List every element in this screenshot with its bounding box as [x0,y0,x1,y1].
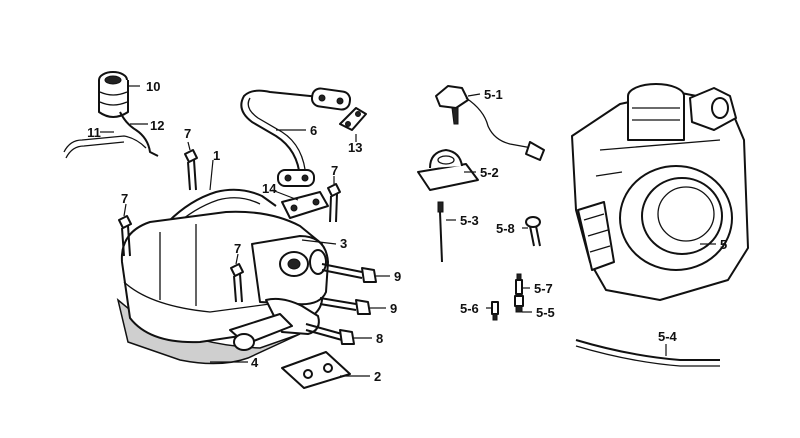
tube-5-4 [575,339,720,367]
bolt-7c [230,263,244,303]
gasket-13 [339,107,367,131]
sensor-5-1 [435,85,545,161]
gasket-14 [281,191,329,219]
label-7b: 7 [121,191,128,206]
bolt-9b [319,297,371,315]
bolt-9a [321,263,377,283]
label-9b: 9 [390,301,397,316]
label-5-1: 5-1 [484,87,503,102]
label-12: 12 [150,118,164,133]
label-5-4: 5-4 [658,329,678,344]
label-5-2: 5-2 [480,165,499,180]
label-8: 8 [376,331,383,346]
jet-5-7 [515,273,523,295]
label-14: 14 [262,181,277,196]
label-2: 2 [374,369,381,384]
label-5-3: 5-3 [460,213,479,228]
label-7c: 7 [234,241,241,256]
label-3: 3 [340,236,347,251]
pipe-6 [240,87,352,187]
bolt-7a [184,149,198,191]
cylinder-head-cover-4 [116,210,329,365]
label-7d: 7 [331,163,338,178]
label-4: 4 [251,355,259,370]
screw-5-8 [525,216,541,247]
bolt-8 [305,323,355,345]
label-5-7: 5-7 [534,281,553,296]
leader-lines [100,85,716,377]
jet-5-5 [514,295,524,313]
label-5-6: 5-6 [460,301,479,316]
label-13: 13 [348,140,362,155]
plate-2 [281,351,351,389]
bolt-7b [118,215,132,257]
label-5: 5 [720,237,727,252]
jet-5-6 [491,301,499,321]
label-5-8: 5-8 [496,221,515,236]
part-labels: 10 12 11 6 13 14 1 7 7 7 7 3 9 9 8 4 2 5… [87,79,727,384]
label-9a: 9 [394,269,401,284]
label-11: 11 [87,125,101,140]
label-1: 1 [213,148,220,163]
label-10: 10 [146,79,160,94]
label-6: 6 [310,123,317,138]
label-7a: 7 [184,126,191,141]
bolt-7d [327,183,341,223]
breather-valve-assembly [63,71,159,159]
cap-5-2 [417,149,479,191]
carburetor-5 [571,83,749,301]
label-5-5: 5-5 [536,305,555,320]
needle-5-3 [437,201,444,263]
